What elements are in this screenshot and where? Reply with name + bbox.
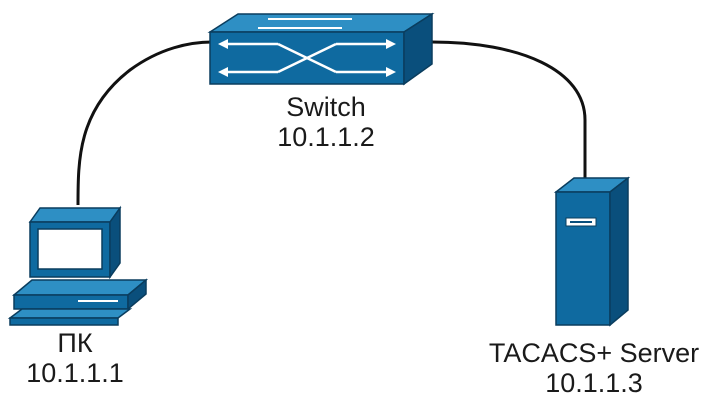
switch-ip: 10.1.1.2 — [277, 122, 375, 152]
cable-pc-to-switch — [76, 40, 213, 206]
switch-name: Switch — [286, 92, 366, 122]
switch-label: Switch 10.1.1.2 — [236, 92, 416, 152]
pc-label: ПК 10.1.1.1 — [0, 328, 150, 388]
switch-icon — [207, 12, 435, 86]
cable-switch-to-server — [431, 40, 587, 183]
pc-name: ПК — [57, 328, 93, 358]
computer-icon — [7, 205, 149, 326]
server-icon — [553, 176, 631, 327]
server-label: TACACS+ Server 10.1.1.3 — [466, 338, 722, 398]
pc-ip: 10.1.1.1 — [26, 358, 124, 388]
server-name: TACACS+ Server — [488, 338, 700, 368]
server-ip: 10.1.1.3 — [545, 368, 643, 398]
